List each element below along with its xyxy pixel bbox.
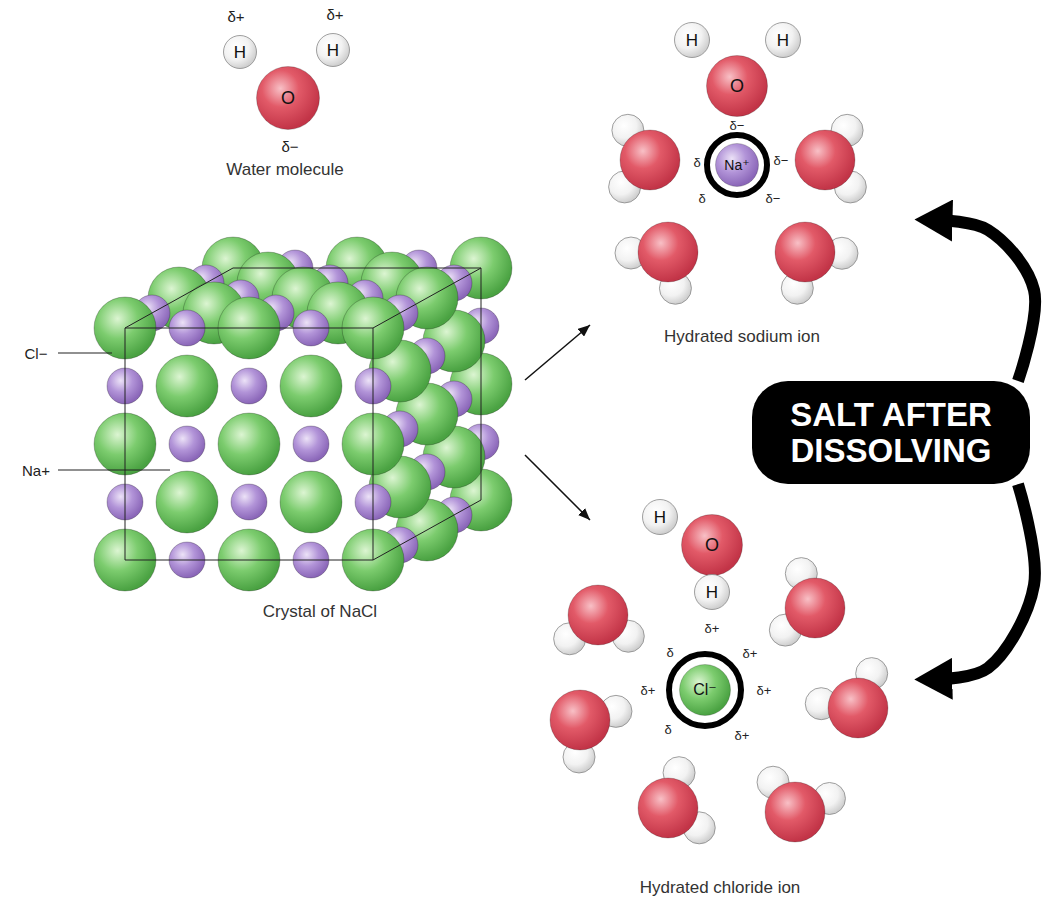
water-molecule bbox=[769, 558, 845, 646]
crystal-lattice bbox=[94, 237, 512, 591]
oxygen-atom bbox=[638, 778, 698, 838]
sodium-sphere bbox=[231, 484, 267, 520]
partial-charge: δ bbox=[666, 646, 673, 659]
atom-shape bbox=[695, 575, 730, 610]
atom-label: H bbox=[327, 42, 339, 59]
dissociation-arrow bbox=[525, 325, 590, 380]
atom-shape bbox=[224, 36, 257, 69]
water-molecule bbox=[554, 585, 645, 655]
water-molecule bbox=[757, 766, 845, 842]
ion-group: Hydrated chloride ion H O H Cl⁻ bbox=[590, 495, 915, 905]
partial-charge: δ bbox=[664, 723, 671, 736]
atom-label: Cl⁻ bbox=[693, 682, 717, 698]
oxygen-atom: O bbox=[256, 66, 320, 130]
callout-text: SALT AFTER DISSOLVING bbox=[762, 397, 1020, 468]
atom-shape bbox=[317, 34, 350, 67]
dissociation-arrow bbox=[525, 455, 590, 520]
partial-charge: δ bbox=[698, 192, 705, 205]
leader-line bbox=[58, 352, 112, 353]
partial-charge: δ+ bbox=[326, 7, 343, 22]
atom-label: O bbox=[705, 536, 719, 554]
atom-shape bbox=[766, 23, 801, 58]
oxygen-atom bbox=[550, 690, 610, 750]
ion-group: Hydrated sodium ion H O H Na⁺ bbox=[590, 5, 915, 350]
atom-shape bbox=[716, 144, 759, 187]
partial-charge: δ+ bbox=[227, 9, 244, 24]
chloride-sphere bbox=[156, 471, 218, 533]
oxygen-atom: O bbox=[681, 514, 743, 576]
partial-charge: δ bbox=[693, 156, 700, 169]
atom-shape bbox=[675, 23, 710, 58]
chloride-sphere bbox=[156, 355, 218, 417]
atom-label: O bbox=[281, 89, 295, 107]
sodium-sphere bbox=[293, 426, 329, 462]
partial-charge: δ− bbox=[281, 139, 298, 154]
oxygen-atom bbox=[765, 782, 825, 842]
oxygen-atom bbox=[775, 222, 835, 282]
highlight-ring bbox=[669, 654, 741, 726]
partial-charge: δ− bbox=[774, 154, 789, 167]
hydrogen-atom: H bbox=[316, 33, 350, 67]
oxygen-atom: O bbox=[706, 55, 768, 117]
atom-label: H bbox=[777, 32, 789, 49]
atom-label: H bbox=[654, 509, 666, 526]
oxygen-atom bbox=[828, 678, 888, 738]
highlight-ring bbox=[707, 135, 767, 195]
sodium-ion: Na⁺ bbox=[715, 143, 759, 187]
ion-label: Cl− bbox=[25, 346, 48, 361]
partial-charge: δ− bbox=[730, 119, 745, 132]
sodium-sphere bbox=[231, 368, 267, 404]
oxygen-atom bbox=[785, 578, 845, 638]
oxygen-atom bbox=[568, 585, 628, 645]
partial-charge: δ+ bbox=[705, 622, 720, 635]
atom-label: O bbox=[730, 77, 744, 95]
water-molecule bbox=[795, 114, 866, 203]
sodium-sphere bbox=[169, 426, 205, 462]
oxygen-atom bbox=[638, 222, 698, 282]
chloride-sphere bbox=[280, 355, 342, 417]
curved-arrow bbox=[940, 484, 1035, 679]
caption: Crystal of NaCl bbox=[263, 603, 377, 622]
atom-label: Na⁺ bbox=[724, 158, 749, 172]
ion-label: Na+ bbox=[22, 463, 50, 478]
atom-shape bbox=[257, 67, 320, 130]
atom-label: H bbox=[234, 44, 246, 61]
water-molecule bbox=[638, 757, 715, 844]
caption: Hydrated chloride ion bbox=[640, 879, 801, 898]
water-molecule bbox=[805, 658, 888, 738]
curved-arrow bbox=[940, 220, 1035, 381]
chloride-ion: Cl⁻ bbox=[679, 664, 731, 716]
oxygen-atom bbox=[620, 130, 680, 190]
hydrogen-atom: H bbox=[642, 499, 678, 535]
leader-line bbox=[58, 469, 170, 470]
crystal-group: Crystal of NaCl bbox=[85, 235, 525, 627]
atom-shape bbox=[680, 665, 731, 716]
water-molecule bbox=[615, 222, 698, 304]
callout-box: SALT AFTER DISSOLVING bbox=[752, 381, 1030, 484]
caption: Hydrated sodium ion bbox=[664, 328, 820, 347]
atom-label: H bbox=[686, 32, 698, 49]
partial-charge: δ+ bbox=[735, 729, 750, 742]
partial-charge: δ+ bbox=[757, 684, 772, 697]
water-molecule bbox=[550, 690, 632, 773]
oxygen-atom bbox=[795, 130, 855, 190]
chloride-sphere bbox=[280, 471, 342, 533]
hydrogen-atom: H bbox=[674, 22, 710, 58]
atom-shape bbox=[682, 515, 743, 576]
atom-shape bbox=[643, 500, 678, 535]
hydrogen-atom: H bbox=[765, 22, 801, 58]
partial-charge: δ+ bbox=[641, 684, 656, 697]
partial-charge: δ− bbox=[766, 192, 781, 205]
partial-charge: δ+ bbox=[743, 647, 758, 660]
molecule-group: Water molecule H O H bbox=[195, 0, 380, 185]
hydrogen-atom: H bbox=[223, 35, 257, 69]
hydrogen-atom: H bbox=[694, 574, 730, 610]
chloride-sphere bbox=[218, 413, 280, 475]
water-molecule bbox=[775, 222, 858, 304]
atom-label: H bbox=[706, 584, 718, 601]
atom-shape bbox=[707, 56, 768, 117]
cube-outline bbox=[125, 268, 481, 560]
water-molecule bbox=[609, 114, 680, 203]
caption: Water molecule bbox=[226, 161, 343, 180]
